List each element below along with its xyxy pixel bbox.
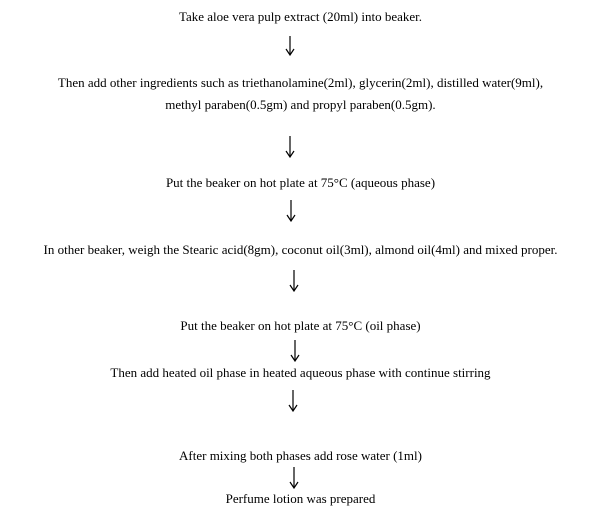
arrow-down-icon bbox=[285, 36, 295, 56]
step-7-text: After mixing both phases add rose water … bbox=[179, 448, 422, 463]
arrow-down-icon bbox=[286, 200, 296, 222]
step-1-text: Take aloe vera pulp extract (20ml) into … bbox=[178, 9, 423, 24]
step-3-text: Put the beaker on hot plate at 75°C (aqu… bbox=[165, 175, 436, 190]
step-6-text: Then add heated oil phase in heated aque… bbox=[110, 365, 491, 380]
step-5-text: Put the beaker on hot plate at 75°C (oil… bbox=[180, 318, 421, 333]
arrow-down-icon bbox=[289, 270, 299, 292]
step-4-text: In other beaker, weigh the Stearic acid(… bbox=[43, 242, 558, 257]
step-2-text-line-1: Then add other ingredients such as triet… bbox=[57, 75, 544, 90]
arrow-down-icon bbox=[285, 136, 295, 158]
step-8-text: Perfume lotion was prepared bbox=[225, 491, 376, 506]
arrow-down-icon bbox=[290, 340, 300, 362]
arrow-down-icon bbox=[288, 390, 298, 412]
arrow-down-icon bbox=[289, 467, 299, 489]
step-2-text-line-2: methyl paraben(0.5gm) and propyl paraben… bbox=[165, 97, 436, 112]
